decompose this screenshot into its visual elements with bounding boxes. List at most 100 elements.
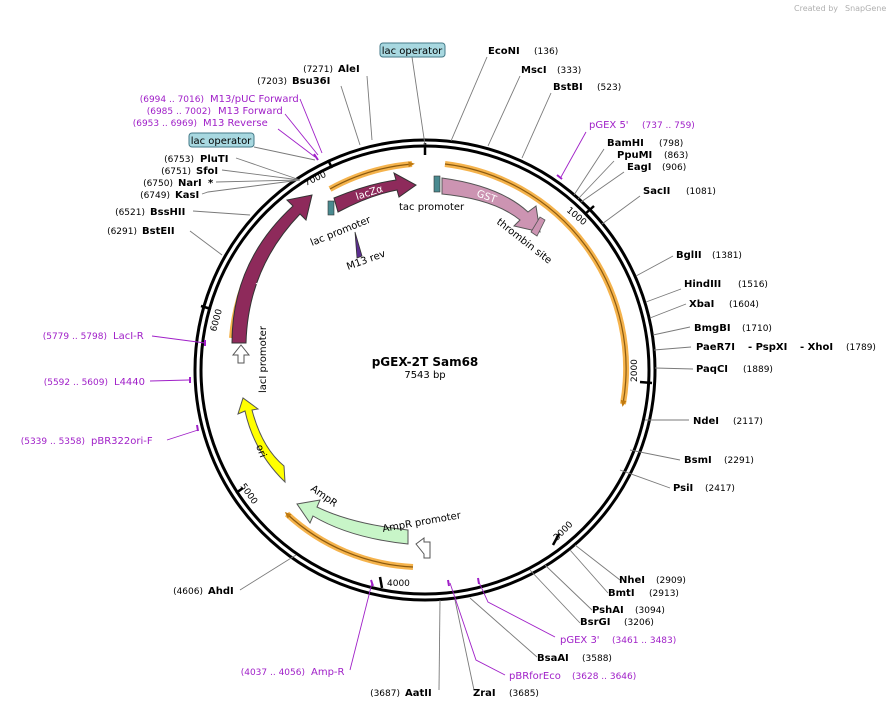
enzyme-bsaai: BsaAI	[537, 653, 569, 664]
lac-operator-label-1: lac operator	[382, 46, 443, 57]
enzyme-eagi: EagI	[627, 162, 651, 173]
enzyme-aatii-pos: (3687)	[370, 689, 400, 699]
laczalpha-label: lacZα	[355, 184, 385, 203]
enzyme-sfoi: SfoI	[196, 166, 218, 177]
primer-pgex3: pGEX 3'	[560, 635, 600, 646]
enzyme-paqci: PaqCI	[696, 364, 728, 375]
laczalpha-orf-arrow	[329, 161, 415, 190]
enzyme-eagi-pos: (906)	[662, 163, 686, 173]
primer-pgex5-range: (737 .. 759)	[642, 121, 695, 131]
gst-orf-arrow	[444, 163, 627, 407]
enzyme-bsteii-pos: (6291)	[107, 227, 137, 237]
enzyme-bsaai-pos: (3588)	[582, 654, 612, 664]
enzyme-ndei-pos: (2117)	[733, 417, 763, 427]
primer-laci-r-range: (5779 .. 5798)	[43, 332, 107, 342]
lac-operator-2-leader	[253, 146, 316, 161]
enzyme-bsmi-pos: (2291)	[724, 456, 754, 466]
enzyme-bmti: BmtI	[608, 588, 635, 599]
primer-m13-reverse: M13 Reverse	[203, 118, 268, 129]
plasmid-name: pGEX-2T Sam68	[372, 355, 479, 369]
credit-prefix: Created by	[794, 4, 838, 13]
primer-binding-marks	[189, 153, 563, 587]
enzyme-xbai: XbaI	[689, 299, 714, 310]
primer-pbr322ori-range: (5339 .. 5358)	[21, 437, 85, 447]
m13-rev-mark	[354, 231, 363, 259]
enzyme-bsteii: BstEII	[142, 226, 175, 237]
enzyme-kasi-pos: (6749)	[140, 191, 170, 201]
enzyme-xbai-pos: (1604)	[729, 300, 759, 310]
enzyme-ppumi: PpuMI	[617, 150, 652, 161]
enzyme-aatii: AatII	[405, 688, 432, 699]
enzyme-bsrgi-pos: (3206)	[624, 618, 654, 628]
enzyme-bstbi: BstBI	[553, 82, 583, 93]
tac-promoter-mark	[433, 175, 441, 193]
enzyme-leader-lines	[189, 56, 694, 691]
enzyme-ahdi: AhdI	[208, 586, 234, 597]
ori-feature-arrow	[237, 397, 286, 484]
primer-m13-forward-range: (6985 .. 7002)	[147, 107, 211, 117]
enzyme-econi-pos: (136)	[534, 47, 558, 57]
tick-label-2000: 2000	[630, 359, 640, 382]
enzyme-msci: MscI	[521, 65, 547, 76]
tick-label-4000: 4000	[387, 579, 410, 589]
enzyme-psii: PsiI	[673, 483, 693, 494]
lac-promoter-mark	[327, 200, 335, 216]
primer-l4440-range: (5592 .. 5609)	[44, 378, 108, 388]
ori-label: ori	[253, 443, 268, 459]
tac-promoter-label: tac promoter	[399, 202, 465, 213]
enzyme-pluti: PluTI	[200, 154, 228, 165]
laczalpha-feature-arrow	[333, 171, 417, 213]
enzyme-nari-star: *	[208, 178, 214, 189]
enzyme-nhei: NheI	[619, 575, 645, 586]
primer-ampr: Amp-R	[311, 667, 345, 678]
enzyme-xhoi-pos: (1789)	[846, 343, 876, 353]
enzyme-zrai-pos: (3685)	[509, 689, 539, 699]
enzyme-nari: NarI	[178, 178, 202, 189]
enzyme-msci-pos: (333)	[557, 66, 581, 76]
laci-feature-arrow	[231, 194, 313, 344]
enzyme-hindiii-pos: (1516)	[738, 280, 768, 290]
enzyme-sfoi-pos: (6751)	[161, 167, 191, 177]
enzyme-sacii: SacII	[643, 186, 670, 197]
enzyme-nhei-pos: (2909)	[656, 576, 686, 586]
enzyme-psii-pos: (2417)	[705, 484, 735, 494]
enzyme-bsu36i-pos: (7203)	[257, 77, 287, 87]
enzyme-bsu36i: Bsu36I	[292, 76, 330, 87]
enzyme-bsshii: BssHII	[150, 207, 185, 218]
tick-marks	[200, 143, 653, 589]
enzyme-hindiii: HindIII	[684, 279, 721, 290]
enzyme-pshai: PshAI	[592, 605, 624, 616]
primer-pgex5: pGEX 5'	[589, 120, 629, 131]
enzyme-bsrgi: BsrGI	[580, 617, 610, 628]
enzyme-bamhi-pos: (798)	[659, 139, 683, 149]
primer-pgex3-range: (3461 .. 3483)	[612, 636, 676, 646]
primer-m13-puc-forward-range: (6994 .. 7016)	[140, 95, 204, 105]
enzyme-bglii-pos: (1381)	[712, 251, 742, 261]
enzyme-bmgbi-pos: (1710)	[742, 324, 772, 334]
enzyme-nari-pos: (6750)	[143, 179, 173, 189]
primer-m13-puc-forward: M13/pUC Forward	[210, 94, 299, 105]
enzyme-bmgbi: BmgBI	[694, 323, 731, 334]
enzyme-ndei: NdeI	[693, 416, 719, 427]
enzyme-bamhi: BamHI	[607, 138, 644, 149]
enzyme-sacii-pos: (1081)	[686, 187, 716, 197]
enzyme-xhoi: - XhoI	[800, 342, 833, 353]
enzyme-ppumi-pos: (863)	[664, 151, 688, 161]
enzyme-bmti-pos: (2913)	[649, 589, 679, 599]
lac-operator-box-2	[188, 132, 255, 148]
backbone-outer-ring	[193, 138, 657, 602]
primer-pbr322ori: pBR322ori-F	[91, 436, 153, 447]
ampr-promoter-label: AmpR promoter	[382, 510, 463, 535]
gst-feature-arrow	[441, 177, 541, 233]
primer-ampr-range: (4037 .. 4056)	[241, 668, 305, 678]
laci-promoter-label: lacI promoter	[258, 325, 269, 393]
primer-m13-reverse-range: (6953 .. 6969)	[133, 119, 197, 129]
primer-laci-r: LacI-R	[113, 331, 144, 342]
enzyme-alei: AleI	[338, 64, 360, 75]
enzyme-bsshii-pos: (6521)	[115, 208, 145, 218]
enzyme-alei-pos: (7271)	[303, 65, 333, 75]
lac-promoter-label: lac promoter	[309, 214, 373, 249]
tick-label-5000: 5000	[238, 482, 259, 507]
primer-pbrforeco: pBRforEco	[509, 671, 561, 682]
